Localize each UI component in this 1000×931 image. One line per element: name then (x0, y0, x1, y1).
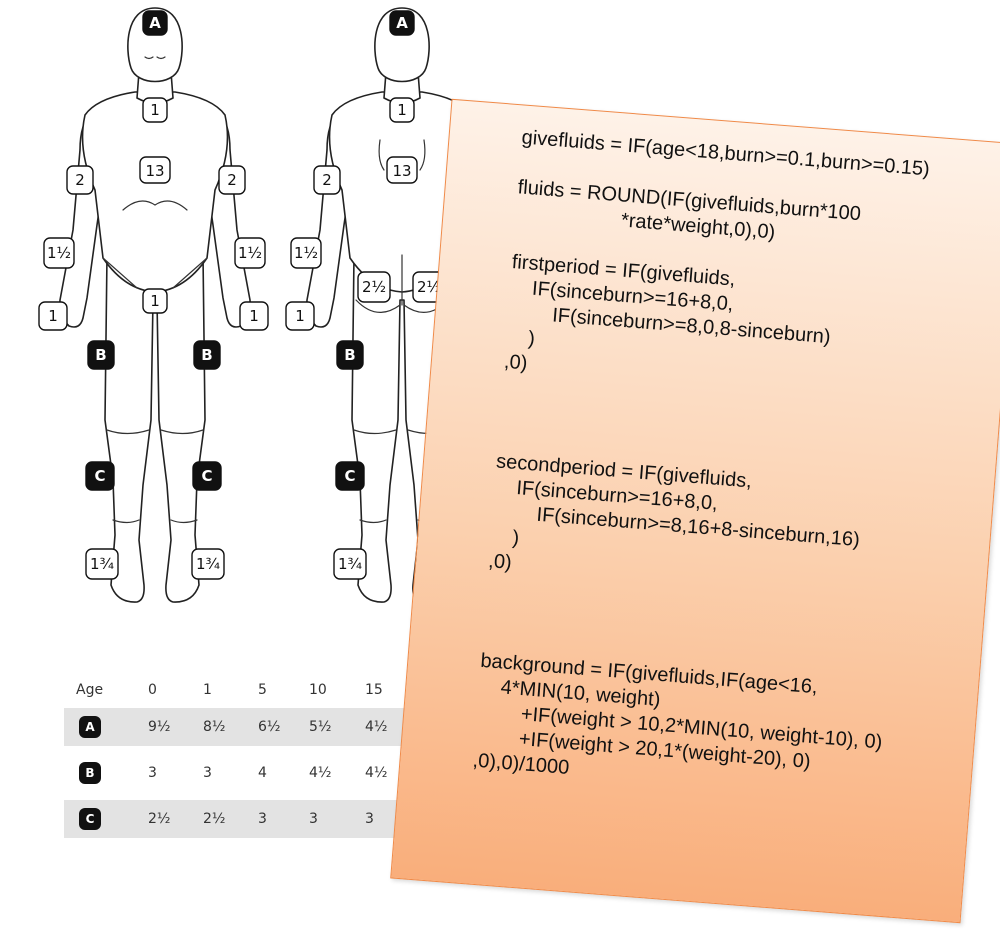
front-neck-badge: 1 (142, 97, 168, 123)
svg-text:C: C (201, 467, 212, 485)
front-leg-left-badge: C (85, 461, 115, 491)
svg-text:1¾: 1¾ (338, 555, 363, 573)
age-header-label: Age (76, 682, 104, 698)
svg-text:1: 1 (249, 307, 259, 325)
front-leg-right-badge: C (192, 461, 222, 491)
front-upper-arm-left-badge: 2 (66, 165, 94, 195)
row-label-badge: A (79, 716, 101, 738)
age-header-cell: 1 (203, 682, 212, 698)
front-thigh-left-badge: B (87, 340, 115, 370)
svg-text:13: 13 (145, 162, 164, 180)
back-hand-left-badge: 1 (285, 301, 315, 331)
table-cell: 6½ (258, 719, 281, 735)
age-header-cell: 5 (258, 682, 267, 698)
table-cell: 4½ (365, 719, 388, 735)
svg-text:1: 1 (48, 307, 58, 325)
svg-text:B: B (344, 346, 355, 364)
table-cell: 4½ (309, 765, 332, 781)
table-cell: 3 (148, 765, 157, 781)
age-header-cell: 15 (365, 682, 383, 698)
svg-text:A: A (149, 14, 161, 32)
svg-text:1½: 1½ (294, 244, 318, 262)
back-thigh-left-badge: B (336, 340, 364, 370)
table-cell: 4½ (365, 765, 388, 781)
front-figure (59, 7, 251, 603)
table-cell: 3 (309, 811, 318, 827)
front-thigh-right-badge: B (193, 340, 221, 370)
svg-text:B: B (95, 346, 106, 364)
back-leg-left-badge: C (335, 461, 365, 491)
back-forearm-left-badge: 1½ (290, 237, 322, 269)
svg-text:1: 1 (397, 101, 407, 119)
svg-text:C: C (344, 467, 355, 485)
svg-text:C: C (94, 467, 105, 485)
table-cell: 8½ (203, 719, 226, 735)
front-genitals-badge: 1 (142, 288, 168, 314)
svg-text:1¾: 1¾ (196, 555, 221, 573)
back-buttock-left-badge: 2½ (357, 271, 391, 303)
svg-text:1: 1 (150, 101, 160, 119)
formula-note: givefluids = IF(age<18,burn>=0.1,burn>=0… (390, 98, 1000, 924)
front-upper-arm-right-badge: 2 (218, 165, 246, 195)
table-cell: 5½ (309, 719, 332, 735)
front-forearm-left-badge: 1½ (43, 237, 75, 269)
back-upper-arm-left-badge: 2 (313, 165, 341, 195)
table-cell: 2½ (203, 811, 226, 827)
table-cell: 9½ (148, 719, 171, 735)
svg-text:2: 2 (227, 171, 237, 189)
svg-text:A: A (396, 14, 408, 32)
svg-text:2: 2 (322, 171, 332, 189)
svg-text:1½: 1½ (47, 244, 71, 262)
age-header-cell: 0 (148, 682, 157, 698)
back-neck-badge: 1 (389, 97, 415, 123)
front-forearm-right-badge: 1½ (234, 237, 266, 269)
svg-text:1: 1 (295, 307, 305, 325)
table-cell: 3 (365, 811, 374, 827)
formula-text: givefluids = IF(age<18,burn>=0.1,burn>=0… (471, 126, 931, 780)
row-label-badge: B (79, 762, 101, 784)
front-head-badge: A (142, 10, 168, 36)
front-hand-right-badge: 1 (239, 301, 269, 331)
front-hand-left-badge: 1 (38, 301, 68, 331)
back-trunk-badge: 13 (386, 156, 418, 184)
svg-text:2½: 2½ (362, 278, 386, 296)
row-label-badge: C (79, 808, 101, 830)
svg-text:1½: 1½ (238, 244, 262, 262)
back-foot-left-badge: 1¾ (333, 548, 367, 580)
front-foot-right-badge: 1¾ (191, 548, 225, 580)
front-trunk-badge: 13 (139, 156, 171, 184)
age-row-b: B 3 3 4 4½ 4½ (64, 754, 504, 792)
table-cell: 4 (258, 765, 267, 781)
svg-text:B: B (201, 346, 212, 364)
svg-text:1: 1 (150, 292, 160, 310)
svg-text:1¾: 1¾ (90, 555, 115, 573)
table-cell: 3 (258, 811, 267, 827)
svg-text:2½: 2½ (417, 278, 441, 296)
table-cell: 2½ (148, 811, 171, 827)
back-head-badge: A (389, 10, 415, 36)
age-header-cell: 10 (309, 682, 327, 698)
table-cell: 3 (203, 765, 212, 781)
svg-text:2: 2 (75, 171, 85, 189)
svg-text:13: 13 (392, 162, 411, 180)
front-foot-left-badge: 1¾ (85, 548, 119, 580)
